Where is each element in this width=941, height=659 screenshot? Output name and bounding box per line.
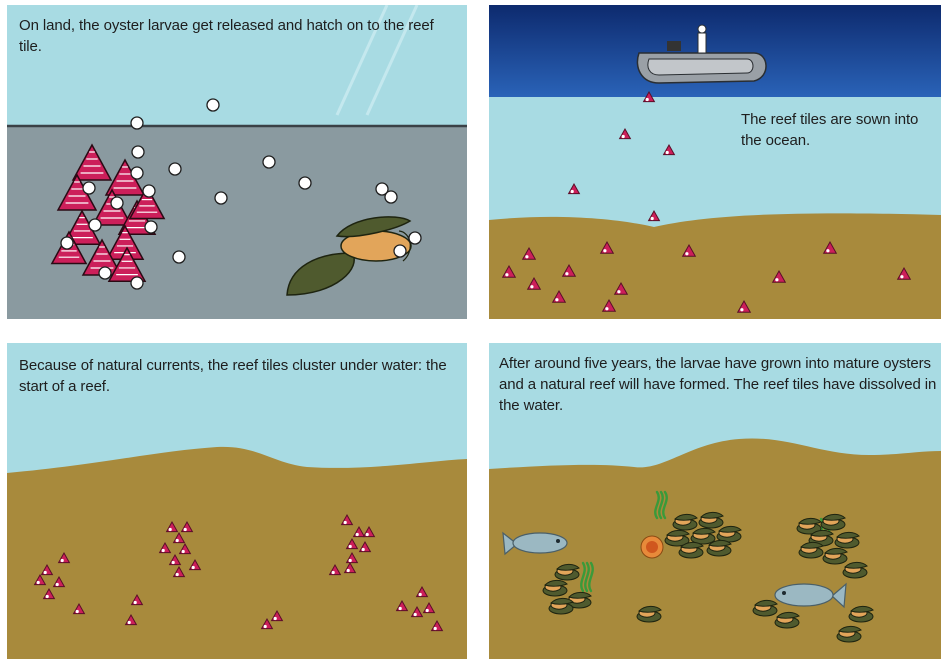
sea-urchin-center — [646, 541, 658, 553]
larva-dot — [172, 561, 175, 564]
larva-dot — [344, 521, 347, 524]
larva-dot — [434, 627, 437, 630]
larva-dot — [399, 607, 402, 610]
panel-caption: The reef tiles are sown into the ocean. — [741, 109, 931, 151]
larva — [169, 163, 181, 175]
boat-crate — [667, 41, 681, 51]
larva-dot — [128, 621, 131, 624]
larva-dot — [46, 595, 49, 598]
larva-dot — [426, 609, 429, 612]
person-body — [698, 33, 706, 53]
seabed — [489, 213, 941, 319]
larva-dot — [356, 533, 359, 536]
larva-dot — [603, 249, 606, 252]
larva-dot — [134, 601, 137, 604]
larva-dot — [826, 249, 829, 252]
panel-caption: On land, the oyster larvae get released … — [19, 15, 459, 57]
larva-dot — [56, 583, 59, 586]
fish-eye — [782, 591, 786, 595]
larva — [299, 177, 311, 189]
larva-dot — [414, 613, 417, 616]
fish-body — [513, 533, 567, 553]
larva — [89, 219, 101, 231]
larva-dot — [169, 528, 172, 531]
larva-dot — [571, 190, 574, 193]
larva — [132, 146, 144, 158]
fish-eye — [556, 539, 560, 543]
larva-dot — [349, 545, 352, 548]
larva-dot — [162, 549, 165, 552]
larva — [83, 182, 95, 194]
larva-dot — [740, 308, 743, 311]
larva — [173, 251, 185, 263]
larva-dot — [565, 272, 568, 275]
larva — [61, 237, 73, 249]
larva — [207, 99, 219, 111]
panel-mature-reef: After around five years, the larvae have… — [489, 343, 941, 659]
person-head — [698, 25, 706, 33]
larva-dot — [525, 255, 528, 258]
larva-dot — [505, 273, 508, 276]
larva-dot — [530, 285, 533, 288]
larva — [394, 245, 406, 257]
larva — [263, 156, 275, 168]
larva — [131, 117, 143, 129]
larva-dot — [274, 617, 277, 620]
larva-dot — [617, 290, 620, 293]
larva-dot — [900, 275, 903, 278]
larva — [215, 192, 227, 204]
larva-dot — [775, 278, 778, 281]
larva — [143, 185, 155, 197]
larva-dot — [605, 307, 608, 310]
larva-dot — [332, 571, 335, 574]
larva-dot — [685, 252, 688, 255]
larva-dot — [366, 533, 369, 536]
fish-body — [775, 584, 833, 606]
larva-dot — [192, 566, 195, 569]
sowing-illustration — [489, 5, 941, 319]
larva-dot — [347, 569, 350, 572]
panel-caption: Because of natural currents, the reef ti… — [19, 355, 459, 397]
panel-sowing-into-ocean: The reef tiles are sown into the ocean. — [489, 5, 941, 319]
sea-urchin — [641, 536, 663, 558]
larva-dot — [182, 550, 185, 553]
larva-dot — [184, 528, 187, 531]
larva-dot — [419, 593, 422, 596]
larva-dot — [651, 217, 654, 220]
larva — [409, 232, 421, 244]
larva — [111, 197, 123, 209]
panel-clustering: Because of natural currents, the reef ti… — [7, 343, 467, 659]
boat-deck — [648, 59, 753, 75]
larva-dot — [362, 548, 365, 551]
seabed — [7, 447, 467, 659]
panel-caption: After around five years, the larvae have… — [499, 353, 939, 416]
larva — [145, 221, 157, 233]
sea-surface — [489, 5, 941, 97]
larva — [131, 167, 143, 179]
larva-dot — [555, 298, 558, 301]
larva — [385, 191, 397, 203]
larva-dot — [37, 581, 40, 584]
larva-dot — [646, 98, 649, 101]
larva-dot — [44, 571, 47, 574]
panel-hatching-on-land: On land, the oyster larvae get released … — [7, 5, 467, 319]
larva — [99, 267, 111, 279]
larva-dot — [176, 573, 179, 576]
larva-dot — [666, 151, 669, 154]
larva-dot — [76, 610, 79, 613]
larva-dot — [61, 559, 64, 562]
larva-dot — [622, 135, 625, 138]
larva-dot — [349, 559, 352, 562]
larva — [131, 277, 143, 289]
larva-dot — [264, 625, 267, 628]
larva-dot — [176, 539, 179, 542]
